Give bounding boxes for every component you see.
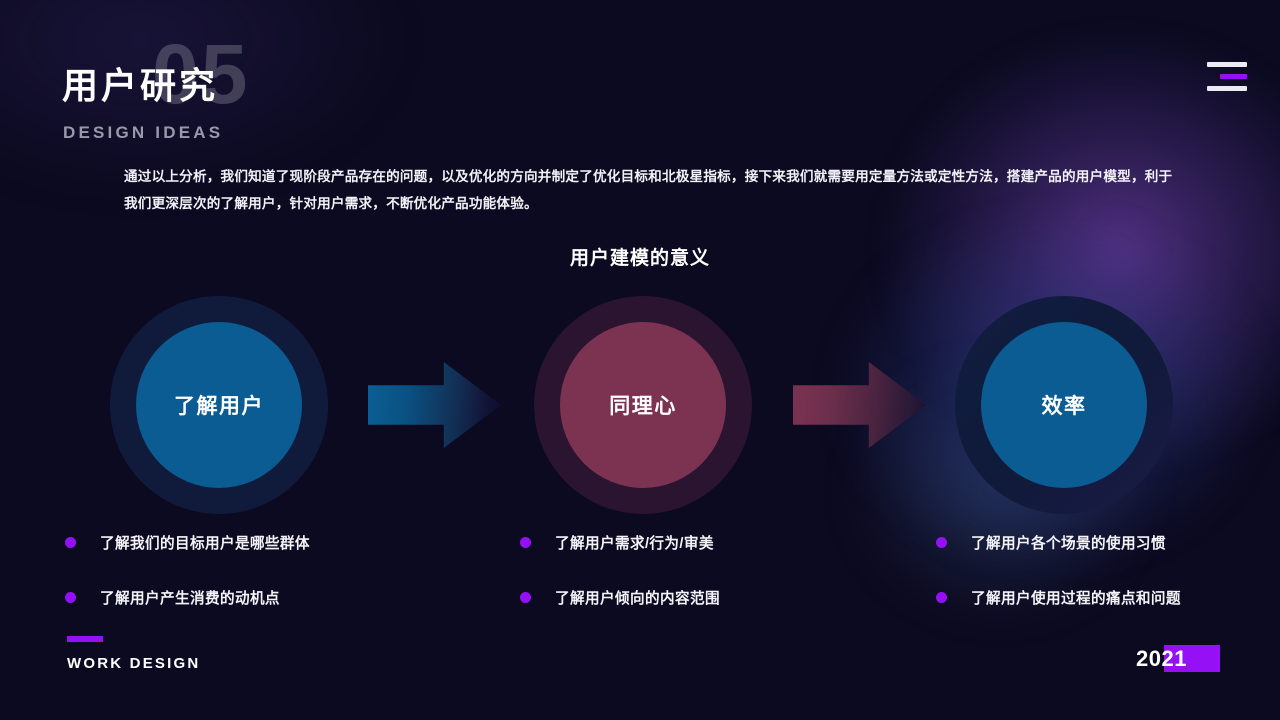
node-label: 了解用户 bbox=[174, 395, 264, 418]
footer-year-highlight bbox=[1164, 645, 1220, 672]
diagram-node-empathy[interactable]: 同理心 bbox=[534, 296, 752, 514]
list-item: 了解用户产生消费的动机点 bbox=[65, 583, 310, 611]
page-subtitle: DESIGN IDEAS bbox=[63, 123, 224, 142]
bullet-column-empathy: 了解用户需求/行为/审美 了解用户倾向的内容范围 bbox=[520, 528, 720, 638]
diagram-node-understand-users[interactable]: 了解用户 bbox=[110, 296, 328, 514]
bullet-dot-icon bbox=[65, 591, 76, 603]
hamburger-bar-middle bbox=[1220, 74, 1247, 79]
arrow-understand-to-empathy bbox=[368, 362, 501, 448]
hamburger-bar-bottom bbox=[1207, 86, 1247, 91]
arrow-empathy-to-efficiency bbox=[793, 362, 926, 448]
node-label: 同理心 bbox=[609, 395, 677, 418]
list-item: 了解我们的目标用户是哪些群体 bbox=[65, 528, 310, 556]
node-core bbox=[560, 322, 726, 488]
diagram-node-efficiency[interactable]: 效率 bbox=[955, 296, 1173, 514]
section-number-watermark: 05 bbox=[152, 27, 250, 121]
node-core bbox=[136, 322, 302, 488]
bullet-label: 了解用户产生消费的动机点 bbox=[100, 590, 280, 607]
bullet-label: 了解我们的目标用户是哪些群体 bbox=[100, 535, 310, 552]
list-item: 了解用户需求/行为/审美 bbox=[520, 528, 720, 556]
bullet-dot-icon bbox=[936, 536, 947, 548]
bullet-label: 了解用户使用过程的痛点和问题 bbox=[971, 590, 1181, 607]
bullet-label: 了解用户需求/行为/审美 bbox=[555, 535, 714, 552]
bullet-dot-icon bbox=[65, 536, 76, 548]
list-item: 了解用户各个场景的使用习惯 bbox=[936, 528, 1181, 556]
footer-accent-bar bbox=[67, 636, 103, 642]
hamburger-bar-top bbox=[1207, 62, 1247, 67]
list-item: 了解用户使用过程的痛点和问题 bbox=[936, 583, 1181, 611]
bullet-dot-icon bbox=[520, 591, 531, 603]
intro-paragraph: 通过以上分析，我们知道了现阶段产品存在的问题，以及优化的方向并制定了优化目标和北… bbox=[124, 169, 1173, 212]
footer-brand: WORK DESIGN bbox=[67, 655, 201, 672]
page-title: 用户研究 bbox=[62, 65, 219, 106]
arrow-right-icon bbox=[793, 362, 926, 448]
bullet-column-understand-users: 了解我们的目标用户是哪些群体 了解用户产生消费的动机点 bbox=[65, 528, 310, 638]
bullet-dot-icon bbox=[936, 591, 947, 603]
bullet-dot-icon bbox=[520, 536, 531, 548]
footer-year: 2021 bbox=[1136, 646, 1187, 671]
section-heading: 用户建模的意义 bbox=[569, 248, 710, 269]
hamburger-menu-icon[interactable] bbox=[1207, 62, 1247, 91]
bullet-columns: 了解我们的目标用户是哪些群体 了解用户产生消费的动机点 了解用户需求/行为/审美… bbox=[0, 528, 1280, 624]
list-item: 了解用户倾向的内容范围 bbox=[520, 583, 720, 611]
node-label: 效率 bbox=[1041, 395, 1087, 418]
bullet-label: 了解用户倾向的内容范围 bbox=[555, 590, 720, 607]
process-diagram: 了解用户 同理心 效率 bbox=[0, 296, 1280, 526]
arrow-right-icon bbox=[368, 362, 501, 448]
bullet-label: 了解用户各个场景的使用习惯 bbox=[971, 535, 1166, 552]
bullet-column-efficiency: 了解用户各个场景的使用习惯 了解用户使用过程的痛点和问题 bbox=[936, 528, 1181, 638]
node-core bbox=[981, 322, 1147, 488]
